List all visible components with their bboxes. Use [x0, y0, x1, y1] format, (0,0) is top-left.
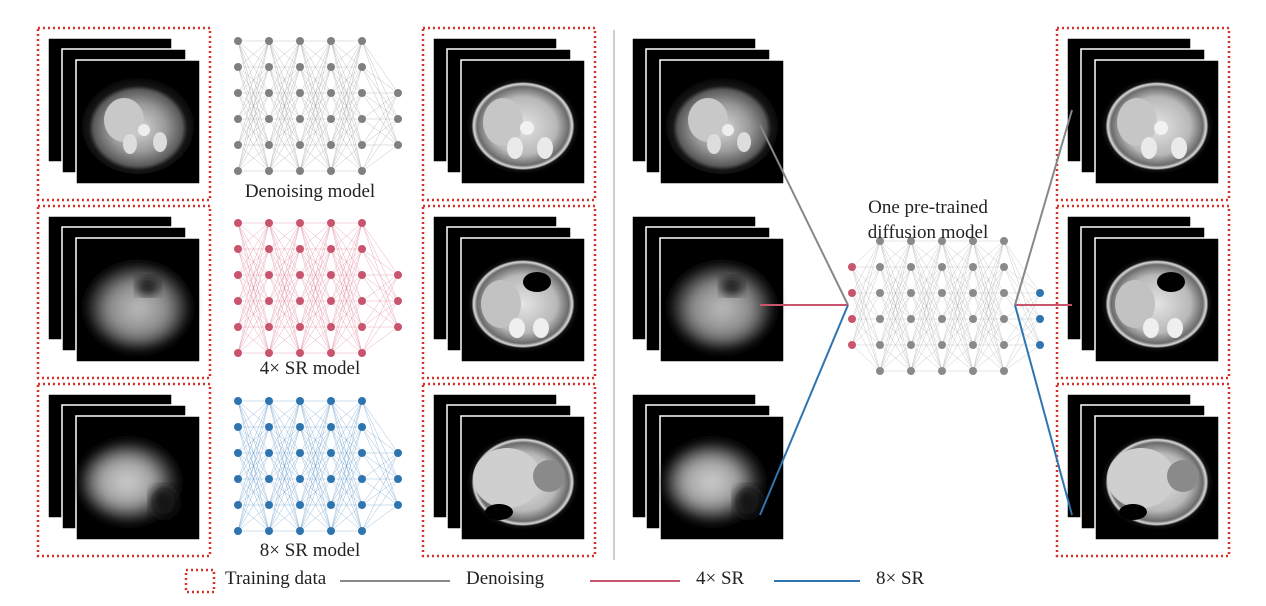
sr8-network [234, 397, 402, 535]
networks [234, 37, 1044, 535]
training-data-box-6 [1055, 26, 1231, 202]
denoising-network [234, 37, 402, 175]
sr4-model-label: 4× SR model [259, 358, 361, 379]
training-input-8x [47, 393, 201, 541]
output-3 [1066, 393, 1220, 541]
training-target-3 [432, 393, 586, 541]
legend-training-data: Training data [225, 568, 327, 589]
sr8-model-label: 8× SR model [259, 540, 361, 561]
legend-denoising: Denoising [466, 568, 545, 589]
connector-denoising-in [759, 124, 849, 306]
denoising-model-label: Denoising model [244, 181, 376, 202]
connector-denoising-out [1014, 109, 1073, 306]
training-data-box-4 [421, 204, 597, 380]
training-data-boxes [36, 26, 1231, 558]
training-data-box-1 [36, 204, 212, 380]
training-input-4x [47, 215, 201, 363]
sr4-network [234, 219, 402, 357]
test-input-4x [631, 215, 785, 363]
training-target-1 [432, 37, 586, 185]
pretrained-diffusion-network [848, 237, 1044, 375]
training-data-box-8 [1055, 382, 1231, 558]
training-data-box-5 [421, 382, 597, 558]
pretrained-label-line1: One pre-trained [868, 197, 988, 218]
training-data-box-2 [36, 382, 212, 558]
connector-sr8-out [1014, 304, 1073, 516]
output-1 [1066, 37, 1220, 185]
training-data-box-7 [1055, 204, 1231, 380]
connectors [759, 109, 1073, 516]
image-stacks [47, 37, 1220, 541]
training-target-2 [432, 215, 586, 363]
training-data-box-3 [421, 26, 597, 202]
legend-sr4: 4× SR [696, 568, 745, 589]
training-data-box-0 [36, 26, 212, 202]
test-input-8x [631, 393, 785, 541]
connector-sr8-in [759, 304, 849, 516]
pretrained-label-line2: diffusion model [867, 222, 989, 243]
test-input-noisy [631, 37, 785, 185]
legend-training-swatch [184, 568, 216, 594]
training-input-noisy [47, 37, 201, 185]
legend-sr8: 8× SR [876, 568, 925, 589]
output-2 [1066, 215, 1220, 363]
